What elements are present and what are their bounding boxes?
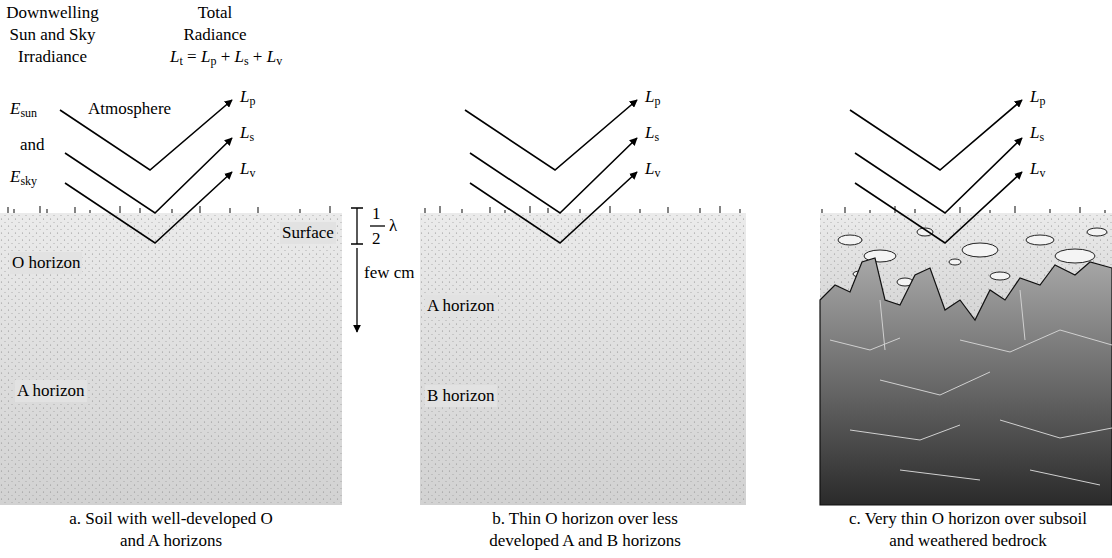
surface-label: Surface — [280, 222, 336, 244]
conjunction-label: and — [20, 134, 45, 156]
panel-caption: a. Soil with well-developed O and A hori… — [68, 508, 274, 552]
radiance-heading: Total Radiance — [175, 2, 255, 46]
grass-ticks — [425, 206, 740, 213]
bedrock-cracks — [830, 290, 1112, 485]
radiance-arrows — [60, 100, 1022, 243]
panel-caption: c. Very thin O horizon over subsoil and … — [848, 508, 1088, 552]
soil-ground — [420, 213, 746, 505]
weathered-bedrock — [820, 258, 1112, 505]
path-radiance: Lp — [645, 86, 660, 108]
volume-radiance: Lv — [240, 158, 255, 180]
grass-ticks — [822, 206, 1105, 213]
depth-arrow — [356, 248, 357, 332]
wavelength-symbol: λ — [389, 215, 397, 237]
depth-label: few cm — [364, 262, 415, 284]
surface-radiance: Ls — [645, 122, 659, 144]
atmosphere-label: Atmosphere — [88, 98, 171, 120]
irradiance-heading: Downwelling Sun and Sky Irradiance — [0, 2, 105, 68]
soil-stipple — [420, 213, 746, 505]
surface-radiance: Ls — [1030, 122, 1044, 144]
sky-irradiance: Esky — [10, 166, 37, 188]
soil-stipple — [0, 213, 342, 505]
fraction-denominator: 2 — [372, 228, 381, 250]
horizon-label: O horizon — [10, 252, 82, 274]
surface-radiance: Ls — [240, 122, 254, 144]
horizon-label: A horizon — [15, 380, 87, 402]
radiance-equation: Lt = Lp + Ls + Lv — [170, 46, 282, 68]
soil-ground — [0, 213, 342, 505]
path-radiance: Lp — [1030, 86, 1045, 108]
fraction-numerator: 1 — [372, 203, 381, 225]
sun-irradiance: Esun — [10, 98, 37, 120]
path-radiance: Lp — [240, 86, 255, 108]
horizon-label: A horizon — [425, 295, 497, 317]
volume-radiance: Lv — [645, 158, 660, 180]
panel-caption: b. Thin O horizon over less developed A … — [465, 508, 705, 552]
volume-radiance: Lv — [1030, 158, 1045, 180]
horizon-label: B horizon — [425, 385, 497, 407]
grass-ticks — [8, 206, 330, 213]
